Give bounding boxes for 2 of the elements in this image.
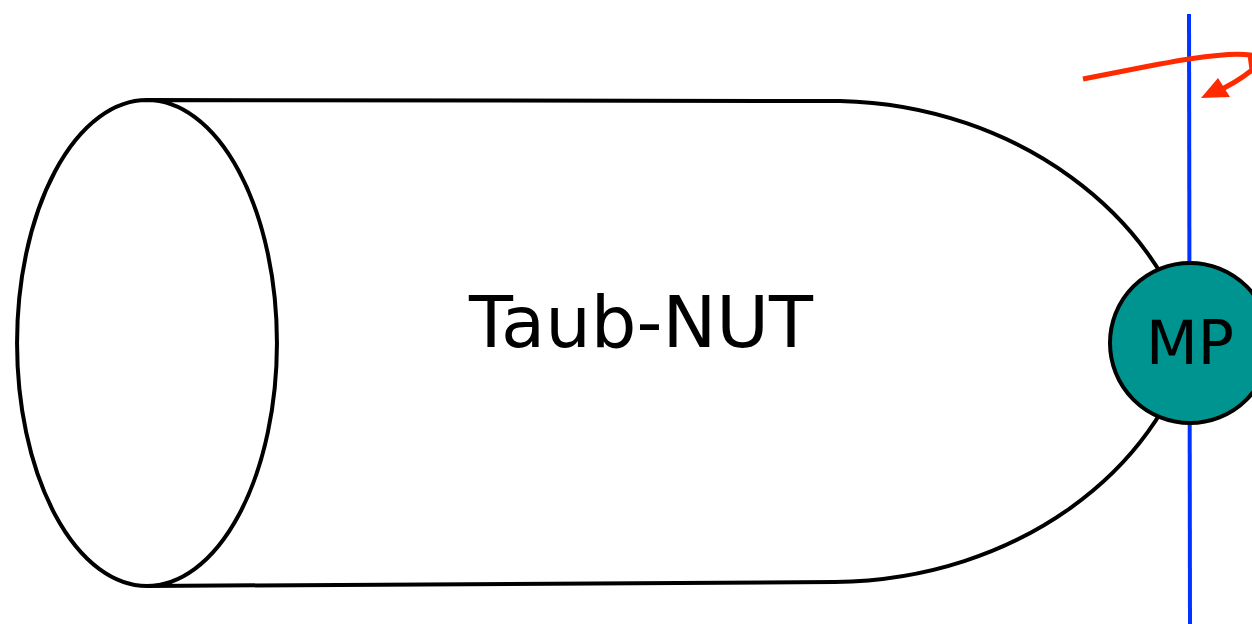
node-label: Taub-NUT bbox=[469, 286, 814, 358]
node-label: MP bbox=[1146, 313, 1234, 373]
